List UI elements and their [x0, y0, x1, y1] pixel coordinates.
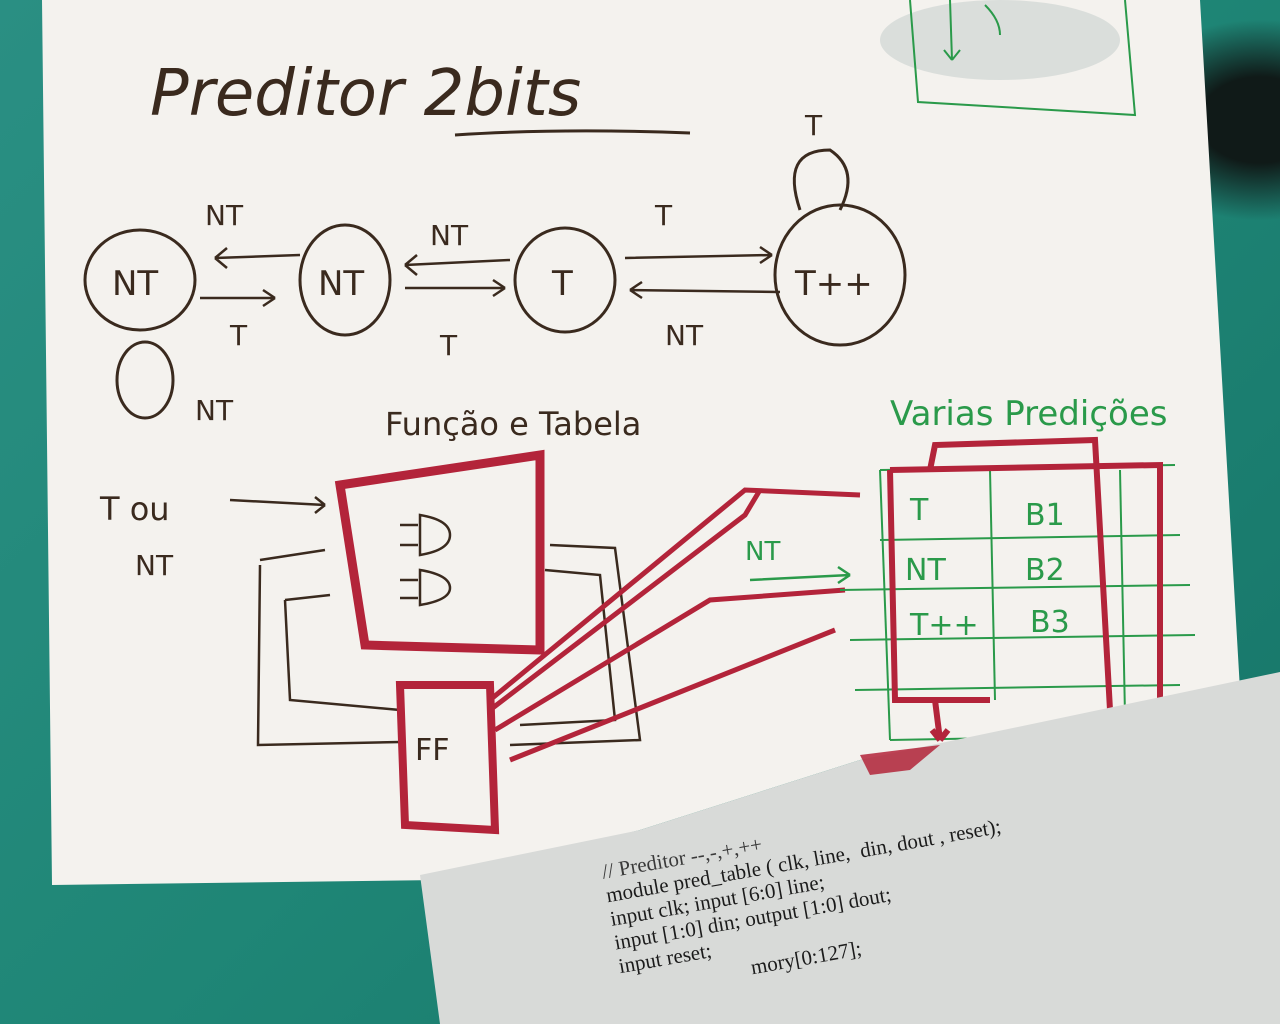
row1-block: B1 — [1025, 498, 1065, 533]
function-gates — [400, 513, 452, 607]
table-heading: Varias Predições — [890, 394, 1167, 434]
table-input-label: NT — [745, 537, 780, 567]
ff-block — [395, 681, 500, 835]
block-heading: Função e Tabela — [385, 405, 641, 443]
state-4 — [773, 203, 907, 347]
input-arrows — [229, 496, 331, 602]
ff-label: FF — [415, 733, 450, 768]
red-arrows — [488, 487, 861, 763]
title-underline — [454, 129, 691, 137]
code-sheet — [420, 672, 1280, 1024]
row2-pred: NT — [905, 553, 946, 588]
input-label-1: T ou — [99, 490, 170, 528]
edge-label-bottom-1: T — [229, 319, 248, 352]
paper-sheet — [42, 0, 1240, 885]
green-box-top — [909, 0, 1137, 117]
state-label-3: T — [551, 264, 573, 304]
state-3 — [513, 226, 617, 334]
row2-block: B2 — [1025, 553, 1065, 588]
state-circles — [83, 148, 907, 420]
edge-label-top-3: T — [654, 199, 673, 232]
edge-label-top-1: NT — [205, 199, 244, 232]
feedback-loops — [256, 543, 642, 747]
row1-pred: T — [909, 493, 929, 528]
state-label-2: NT — [318, 264, 364, 304]
state-1 — [83, 228, 197, 332]
edge-label-top-2: NT — [430, 219, 469, 252]
self-loop-right — [792, 148, 850, 211]
function-block — [334, 449, 545, 655]
state-arrows — [200, 245, 781, 308]
state-label-1: NT — [112, 264, 158, 304]
page-title: Preditor 2bits — [150, 57, 581, 131]
row3-pred: T++ — [909, 608, 979, 643]
table-input-arrow — [749, 565, 851, 585]
state-2 — [298, 223, 392, 337]
edge-label-bottom-3: NT — [665, 319, 704, 352]
edge-label-bottom-2: T — [439, 329, 458, 362]
paper-shadow — [880, 0, 1120, 80]
self-loop-label-left: NT — [195, 394, 234, 427]
table-red-outline — [887, 436, 1163, 742]
row3-block: B3 — [1030, 605, 1070, 640]
self-loop-left — [115, 340, 175, 420]
state-label-4: T++ — [794, 264, 873, 304]
self-loop-label-right: T — [804, 109, 823, 142]
input-label-2: NT — [135, 549, 174, 582]
red-bleed — [860, 745, 940, 775]
